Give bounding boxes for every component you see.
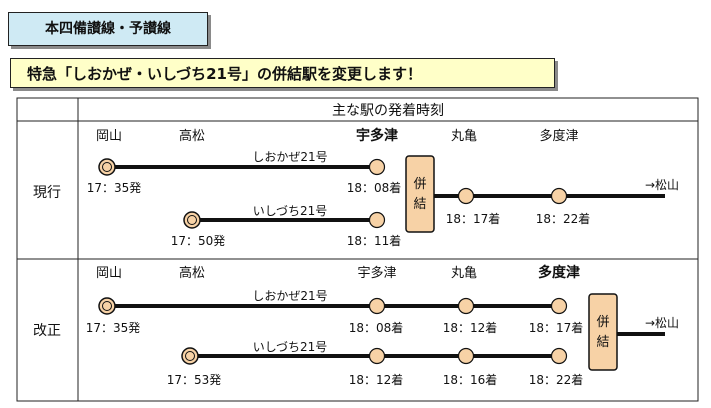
- station-utazu: 宇多津: [356, 127, 398, 144]
- current-node-tadotsu: [550, 187, 568, 205]
- current-station-headers: 岡山 高松 宇多津 丸亀 多度津: [96, 127, 579, 144]
- current-time-tadotsu: 18：22着: [536, 211, 591, 226]
- current-time-okayama: 17：35発: [87, 181, 142, 195]
- revised-node-marugame-2: [457, 347, 475, 365]
- station-utazu: 宇多津: [357, 265, 396, 281]
- revised-time-utazu-2: 18：12着: [349, 372, 404, 387]
- revised-merge-box: [588, 293, 618, 371]
- current-node-utazu-2: [368, 211, 386, 229]
- revised-merge-label-bottom: 結: [596, 335, 609, 350]
- revised-station-headers: 岡山 高松 宇多津 丸亀 多度津: [96, 264, 580, 281]
- table-header: 主な駅の発着時刻: [332, 103, 444, 119]
- current-time-takamatsu: 17：50発: [171, 234, 226, 248]
- row-label-current: 現行: [33, 185, 61, 201]
- revised-time-marugame-2: 18：16着: [443, 372, 498, 387]
- current-train-shiokaze: しおかぜ21号: [252, 150, 327, 164]
- current-node-utazu-1: [368, 158, 386, 176]
- headline-banner: 特急「しおかぜ・いしづち21号」の併結駅を変更します！: [10, 58, 555, 88]
- station-takamatsu: 高松: [179, 265, 205, 281]
- revised-time-marugame-1: 18：12着: [443, 320, 498, 335]
- station-tadotsu: 多度津: [538, 264, 580, 281]
- station-takamatsu: 高松: [179, 128, 205, 144]
- revised-train-shiokaze: しおかぜ21号: [252, 289, 327, 303]
- revised-time-utazu-1: 18：08着: [349, 320, 404, 335]
- revised-train-ishizuchi: いしづち21号: [253, 340, 328, 354]
- revised-destination: →松山: [645, 316, 679, 330]
- revised-node-utazu-2: [368, 347, 386, 365]
- current-time-marugame: 18：17着: [446, 211, 501, 226]
- current-time-utazu-2: 18：11着: [347, 233, 402, 248]
- revised-node-utazu-1: [368, 297, 386, 315]
- current-time-utazu-1: 18：08着: [347, 180, 402, 195]
- station-marugame: 丸亀: [451, 266, 477, 281]
- revised-node-marugame-1: [457, 297, 475, 315]
- revised-time-tadotsu-1: 18：17着: [529, 320, 584, 335]
- revised-time-okayama: 17：35発: [86, 321, 141, 335]
- revised-time-takamatsu: 17：53発: [167, 373, 222, 387]
- station-marugame: 丸亀: [451, 129, 477, 144]
- current-node-okayama-inner: [102, 162, 112, 172]
- section-tag: 本四備讃線・予讃線: [8, 12, 208, 46]
- revised-node-tadotsu-2: [550, 347, 568, 365]
- current-node-takamatsu-inner: [187, 215, 197, 225]
- table-frame: [16, 97, 699, 402]
- station-okayama: 岡山: [96, 129, 122, 144]
- current-merge-label-top: 併: [413, 177, 426, 192]
- current-train-ishizuchi: いしづち21号: [253, 204, 328, 218]
- current-merge-box: [405, 155, 435, 233]
- station-tadotsu: 多度津: [539, 128, 578, 144]
- current-merge-label-bottom: 結: [413, 197, 426, 212]
- revised-merge-label-top: 併: [596, 315, 609, 330]
- revised-node-okayama-inner: [102, 301, 112, 311]
- current-destination: →松山: [645, 178, 679, 192]
- current-node-marugame: [457, 187, 475, 205]
- row-label-revised: 改正: [33, 323, 61, 339]
- revised-node-tadotsu-1: [550, 297, 568, 315]
- revised-node-takamatsu-inner: [185, 351, 195, 361]
- station-okayama: 岡山: [96, 266, 122, 281]
- revised-time-tadotsu-2: 18：22着: [529, 372, 584, 387]
